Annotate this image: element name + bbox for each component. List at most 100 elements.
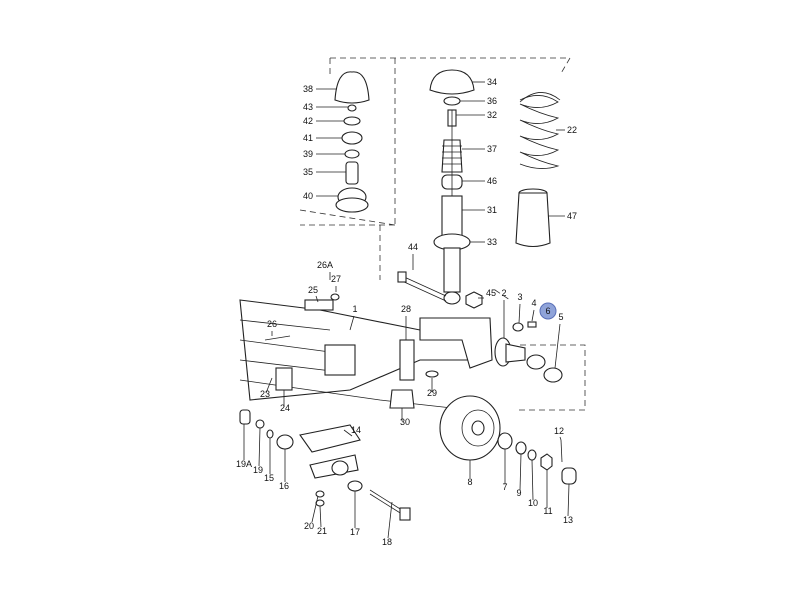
part-9-shape bbox=[515, 441, 527, 455]
part-43-shape bbox=[347, 104, 357, 112]
part-29-shape bbox=[425, 370, 439, 378]
lower-clamp-hole bbox=[331, 460, 349, 476]
part-12-shape bbox=[560, 439, 563, 463]
callout-21: 21 bbox=[317, 526, 327, 536]
callout-42: 42 bbox=[303, 116, 313, 126]
callout-22: 22 bbox=[567, 125, 577, 135]
part-31-shape bbox=[441, 195, 463, 237]
part-30-shape bbox=[389, 389, 415, 409]
mount-stack-left bbox=[334, 71, 370, 213]
callout-35: 35 bbox=[303, 167, 313, 177]
part-7-shape bbox=[497, 432, 513, 450]
part-25-shape bbox=[304, 299, 334, 311]
axle-mount-block bbox=[324, 344, 356, 376]
part-19-shape bbox=[255, 419, 265, 429]
callout-19: 19 bbox=[253, 465, 263, 475]
part-11-shape bbox=[540, 453, 553, 471]
callout-15: 15 bbox=[264, 473, 274, 483]
coil-spring bbox=[519, 92, 561, 169]
callout-34: 34 bbox=[487, 77, 497, 87]
part-3-shape bbox=[512, 322, 524, 332]
leader-line-10 bbox=[531, 459, 534, 501]
callout-11: 11 bbox=[543, 506, 552, 516]
part-18-shape bbox=[369, 489, 406, 513]
callout-12: 12 bbox=[554, 426, 564, 436]
leader-line-5 bbox=[554, 323, 561, 369]
part-16-shape bbox=[276, 434, 294, 450]
callout-10: 10 bbox=[528, 498, 538, 508]
leader-line-20 bbox=[311, 495, 319, 523]
callout-5: 5 bbox=[558, 312, 563, 322]
callout-38: 38 bbox=[303, 84, 313, 94]
leader-line-14 bbox=[343, 429, 353, 437]
callout-20: 20 bbox=[304, 521, 314, 531]
callout-23: 23 bbox=[260, 389, 270, 399]
bolt-44-head bbox=[397, 271, 407, 283]
part-38-shape bbox=[334, 71, 370, 104]
part-8-shape bbox=[439, 395, 501, 461]
part-45-shape bbox=[465, 291, 483, 309]
leader-line-3 bbox=[518, 303, 521, 324]
callout-45: 45 bbox=[486, 288, 496, 298]
leader-line-21 bbox=[319, 505, 322, 528]
callout-39: 39 bbox=[303, 149, 313, 159]
callout-29: 29 bbox=[427, 388, 437, 398]
wheel-bearing-parts bbox=[497, 432, 577, 485]
callout-44: 44 bbox=[408, 242, 418, 252]
stub-shaft bbox=[505, 343, 526, 363]
bolt-44 bbox=[397, 271, 447, 302]
leader-line-25 bbox=[315, 295, 319, 303]
nut-45 bbox=[465, 291, 483, 309]
leader-line-9 bbox=[519, 453, 522, 491]
callout-33: 33 bbox=[487, 237, 497, 247]
callout-2: 2 bbox=[501, 288, 506, 298]
callout-26: 26 bbox=[267, 319, 277, 329]
callout-28: 28 bbox=[401, 304, 411, 314]
part-40-base bbox=[335, 197, 369, 213]
leader-line-23 bbox=[265, 377, 273, 394]
callout-31: 31 bbox=[487, 205, 497, 215]
callout-41: 41 bbox=[303, 133, 313, 143]
leader-line-4 bbox=[531, 309, 535, 322]
callout-25: 25 bbox=[308, 285, 318, 295]
callout-18: 18 bbox=[382, 537, 392, 547]
callout-labels: 384342413935403436323746313322474426A272… bbox=[236, 77, 577, 547]
part-28-clamp bbox=[399, 339, 415, 381]
shock-absorber bbox=[429, 69, 475, 305]
part-35-shape bbox=[345, 161, 359, 185]
callout-47: 47 bbox=[567, 211, 577, 221]
callout-30: 30 bbox=[400, 417, 410, 427]
part-17-shape bbox=[347, 480, 363, 492]
callout-1: 1 bbox=[352, 304, 357, 314]
part-18-head bbox=[399, 507, 411, 521]
callout-17: 17 bbox=[350, 527, 360, 537]
leader-line-18 bbox=[387, 501, 393, 539]
axle-bracket bbox=[419, 317, 493, 369]
part-39-shape bbox=[344, 149, 360, 159]
callout-6-highlight bbox=[539, 302, 557, 320]
assembly-boundary bbox=[299, 57, 586, 411]
part-41-shape bbox=[341, 131, 363, 145]
part-13-shape bbox=[561, 467, 577, 485]
leader-line-13 bbox=[567, 483, 570, 517]
leader-line-1 bbox=[349, 315, 355, 331]
part-14-shape bbox=[299, 424, 361, 453]
callout-43: 43 bbox=[303, 102, 313, 112]
part-26-shape bbox=[264, 335, 291, 341]
part-6-shape bbox=[526, 354, 546, 370]
callout-3: 3 bbox=[517, 292, 522, 302]
callout-26A: 26A bbox=[317, 260, 333, 270]
callout-27: 27 bbox=[331, 274, 341, 284]
callout-9: 9 bbox=[516, 488, 521, 498]
brake-drum bbox=[439, 395, 501, 461]
part-19A-shape bbox=[239, 409, 251, 425]
callout-37: 37 bbox=[487, 144, 497, 154]
callout-14: 14 bbox=[351, 425, 361, 435]
protective-boot bbox=[515, 188, 551, 248]
part-5-shape bbox=[543, 367, 563, 383]
leader-lines bbox=[243, 81, 570, 539]
part-15-shape bbox=[266, 429, 274, 439]
part-42-shape bbox=[343, 116, 361, 126]
